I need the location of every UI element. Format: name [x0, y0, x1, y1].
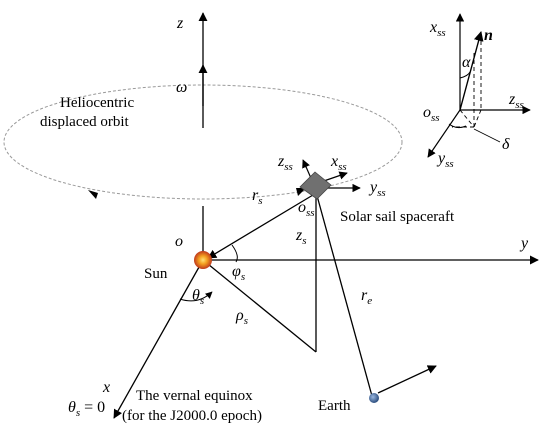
- y-ss-label: yss: [368, 179, 386, 199]
- spacecraft-label: Solar sail spaceraft: [340, 209, 455, 225]
- phi-s-label: φs: [232, 263, 245, 283]
- r-e-line: [315, 191, 373, 397]
- rho-s-label: ρs: [235, 307, 248, 327]
- inset-delta-label: δ: [502, 136, 510, 153]
- theta-s-label: θs: [192, 287, 204, 307]
- inset-x-label: xss: [429, 19, 446, 39]
- x-axis: [113, 259, 204, 419]
- earth-label: Earth: [318, 398, 351, 414]
- z-ss-label: zss: [277, 153, 293, 173]
- inset-n-vector: [459, 31, 484, 111]
- orbit-label-line1: Heliocentric: [60, 95, 134, 111]
- theta-arc: [179, 291, 213, 302]
- r-s-label: rs: [252, 187, 263, 207]
- origin-label: o: [175, 233, 183, 250]
- equinox-label-line2: (for the J2000.0 epoch): [122, 408, 262, 424]
- orbit-arrow-left: [88, 190, 98, 199]
- orbit-arrow-right: [296, 188, 306, 196]
- theta-zero-label: θs = 0: [68, 399, 105, 419]
- r-s-vector: [207, 194, 314, 259]
- inset-y-axis: [427, 109, 461, 158]
- inset-alpha-arc: [459, 71, 471, 79]
- inset-dash-2: [473, 109, 482, 128]
- r-e-label: re: [361, 287, 372, 307]
- inset-n-label: n: [484, 27, 493, 44]
- equinox-label-line1: The vernal equinox: [136, 388, 253, 404]
- x-axis-label: x: [102, 379, 110, 396]
- inset-z-label: zss: [508, 91, 524, 111]
- inset-o-label: oss: [423, 104, 440, 124]
- x-ss-label: xss: [330, 153, 347, 173]
- solar-sail-icon: [299, 171, 332, 200]
- y-axis-label: y: [519, 235, 529, 252]
- o-ss-label: oss: [298, 199, 315, 219]
- earth-icon: [369, 393, 379, 403]
- z-s-label: zs: [295, 227, 307, 247]
- omega-label: ω: [176, 79, 187, 96]
- sun-icon: [194, 251, 212, 269]
- sun-label: Sun: [144, 266, 168, 282]
- inset-dash-4: [459, 109, 475, 128]
- orbit-label-line2: displaced orbit: [40, 114, 130, 130]
- rho-s-line: [202, 259, 317, 353]
- sail-attitude-inset: [427, 13, 531, 158]
- z-axis-label: z: [176, 15, 184, 32]
- inset-alpha-label: α: [462, 54, 471, 71]
- inset-delta-pointer: [473, 128, 501, 143]
- inset-y-label: yss: [436, 150, 454, 170]
- phi-arc: [231, 244, 238, 263]
- earth-motion-arrow: [377, 365, 437, 394]
- inset-delta-arc: [448, 123, 467, 129]
